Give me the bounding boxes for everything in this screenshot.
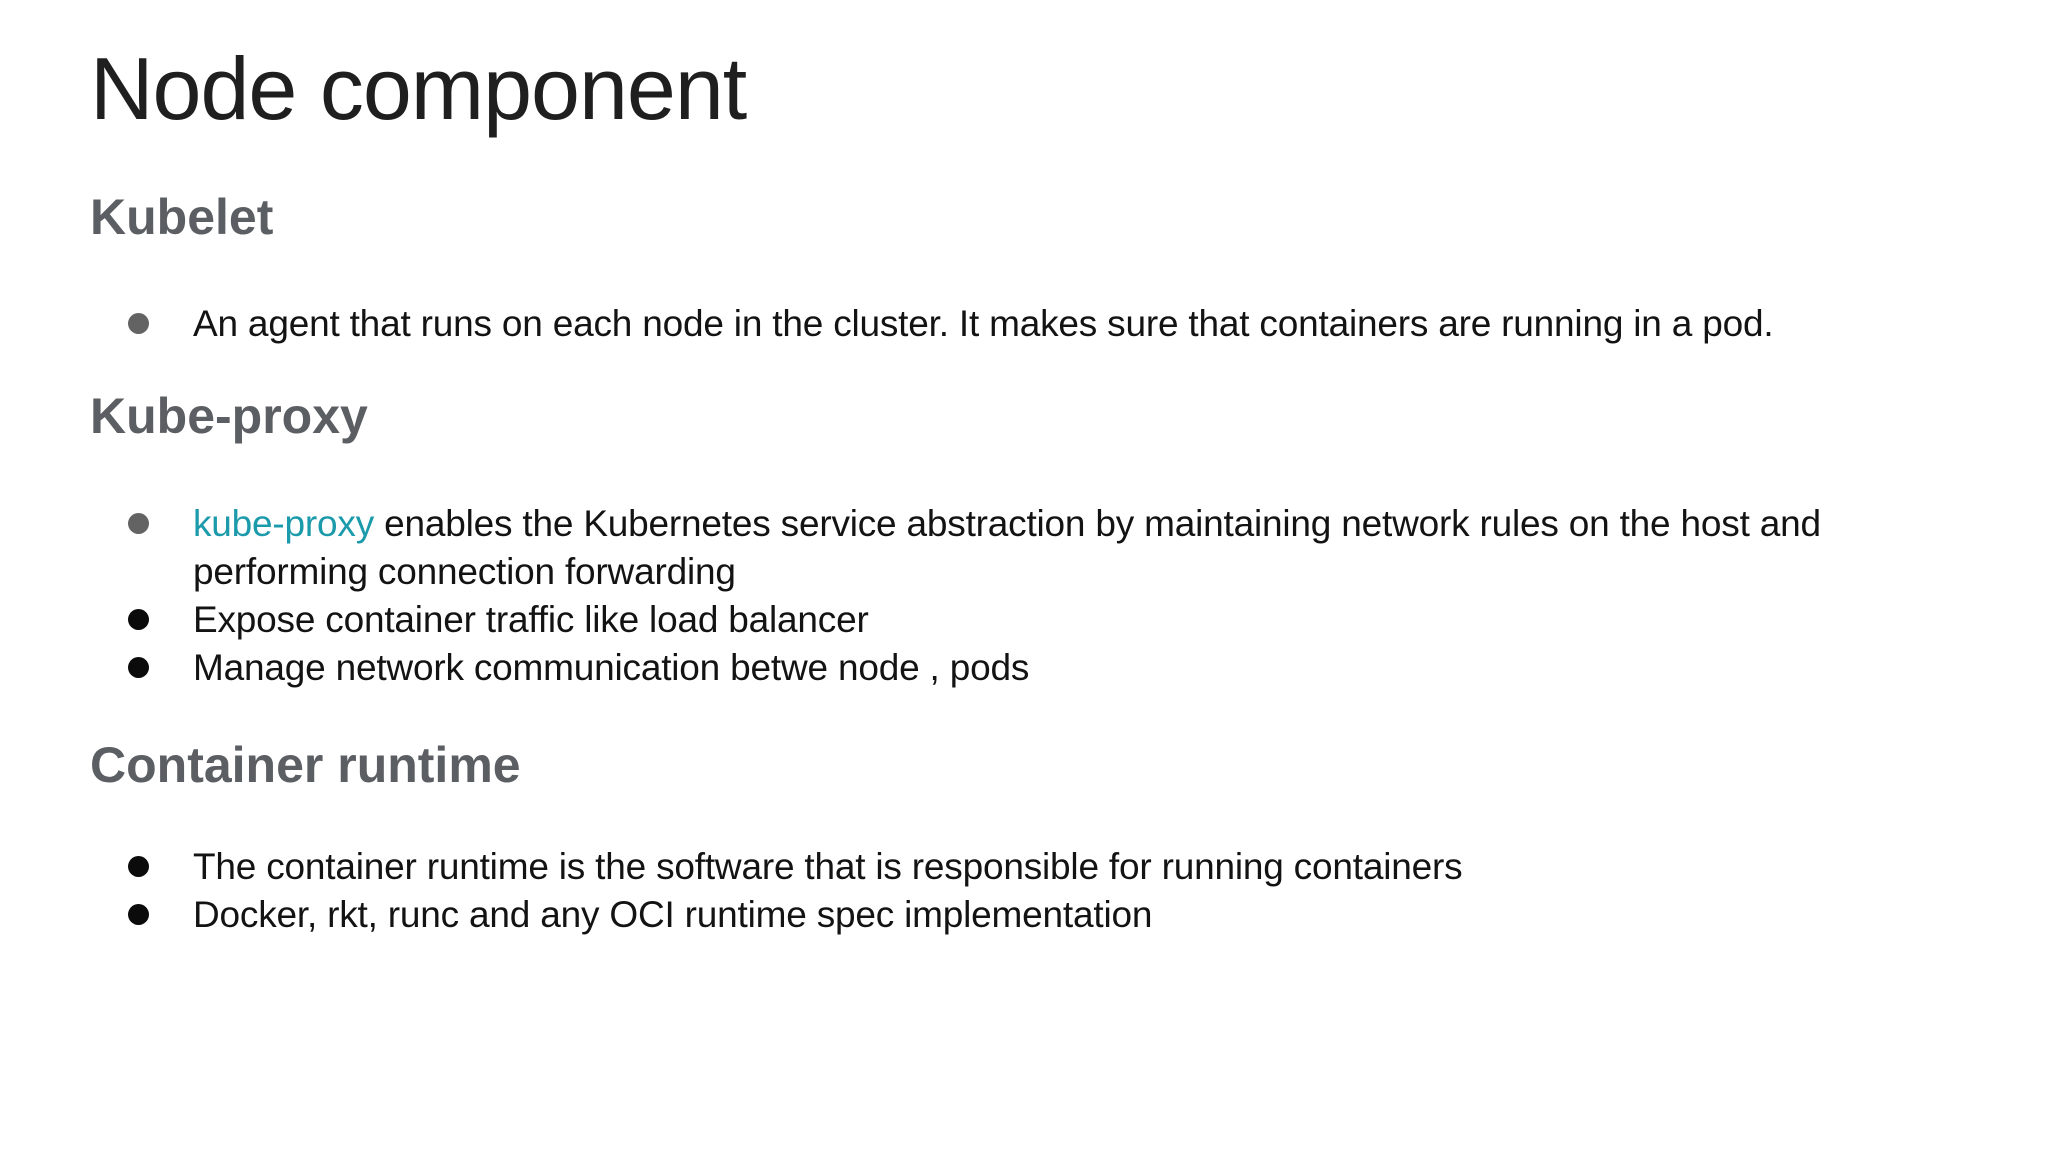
page-title: Node component — [90, 39, 747, 138]
list-item: Docker, rkt, runc and any OCI runtime sp… — [90, 891, 1958, 939]
kube-proxy-link[interactable]: kube-proxy — [193, 503, 375, 544]
list-item-text: Manage network communication betwe node … — [193, 647, 1030, 688]
list-item: kube-proxy enables the Kubernetes servic… — [90, 500, 1958, 596]
kubelet-bullet-list: An agent that runs on each node in the c… — [90, 300, 1958, 348]
bullet-icon — [128, 657, 149, 678]
list-item-text: enables the Kubernetes service abstracti… — [193, 503, 1821, 592]
list-item: The container runtime is the software th… — [90, 843, 1958, 891]
list-item: An agent that runs on each node in the c… — [90, 300, 1958, 348]
list-item-text: The container runtime is the software th… — [193, 846, 1463, 887]
list-item: Manage network communication betwe node … — [90, 644, 1958, 692]
bullet-icon — [128, 856, 149, 877]
section-heading-kubelet: Kubelet — [90, 189, 274, 245]
section-heading-kube-proxy: Kube-proxy — [90, 388, 368, 444]
bullet-icon — [128, 313, 149, 334]
kube-proxy-bullet-list: kube-proxy enables the Kubernetes servic… — [90, 500, 1958, 692]
bullet-icon — [128, 904, 149, 925]
bullet-icon — [128, 513, 149, 534]
bullet-icon — [128, 609, 149, 630]
section-heading-container-runtime: Container runtime — [90, 737, 521, 793]
list-item-text: Docker, rkt, runc and any OCI runtime sp… — [193, 894, 1153, 935]
container-runtime-bullet-list: The container runtime is the software th… — [90, 843, 1958, 939]
list-item-text: An agent that runs on each node in the c… — [193, 303, 1774, 344]
list-item-text: Expose container traffic like load balan… — [193, 599, 869, 640]
list-item: Expose container traffic like load balan… — [90, 596, 1958, 644]
